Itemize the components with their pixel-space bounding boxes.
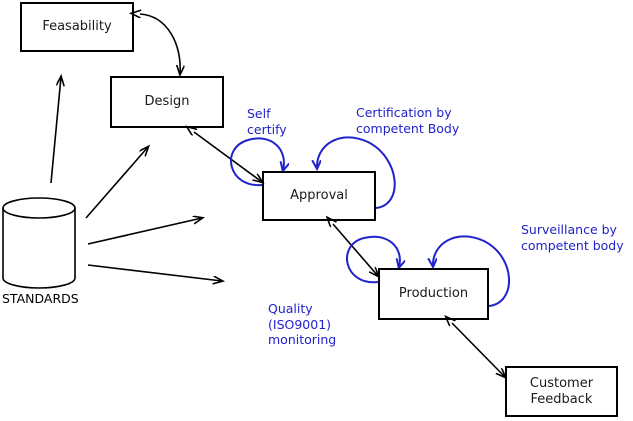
annotation-self-certify: Self certify — [247, 106, 287, 137]
annotation-surveillance-by-competent-body: Surveillance by competent body — [521, 222, 624, 253]
edge-production-customer-feedback — [452, 323, 505, 377]
loop-production-quality — [346, 235, 400, 284]
node-design-label: Design — [144, 94, 190, 109]
loop-production-surveillance — [433, 235, 511, 307]
node-feasability[interactable]: Feasability — [20, 2, 134, 52]
annotation-quality-iso9001-monitoring: Quality (ISO9001) monitoring — [268, 301, 337, 347]
edge-standards-feasability — [50, 77, 61, 184]
loop-approval-self-certify — [230, 137, 284, 187]
node-customer-feedback[interactable]: Customer Feedback — [505, 366, 618, 417]
node-design[interactable]: Design — [110, 76, 224, 128]
edge-standards-approval — [87, 218, 202, 245]
edge-approval-production — [333, 224, 378, 276]
edge-standards-design — [85, 147, 148, 219]
edge-standards-production — [87, 264, 222, 281]
loop-approval-certification — [317, 136, 396, 209]
standards-datastore-label: STANDARDS — [2, 291, 79, 306]
edge-design-approval — [194, 132, 262, 182]
node-approval[interactable]: Approval — [262, 171, 376, 221]
standards-cylinder-shape — [2, 197, 76, 289]
edge-design-feasability — [140, 14, 180, 74]
node-production[interactable]: Production — [378, 268, 489, 320]
node-customer-feedback-label: Customer Feedback — [529, 375, 594, 407]
node-feasability-label: Feasability — [42, 19, 112, 34]
annotation-certification-by-competent-body: Certification by competent Body — [356, 105, 460, 136]
node-production-label: Production — [398, 286, 469, 301]
node-approval-label: Approval — [290, 188, 348, 203]
